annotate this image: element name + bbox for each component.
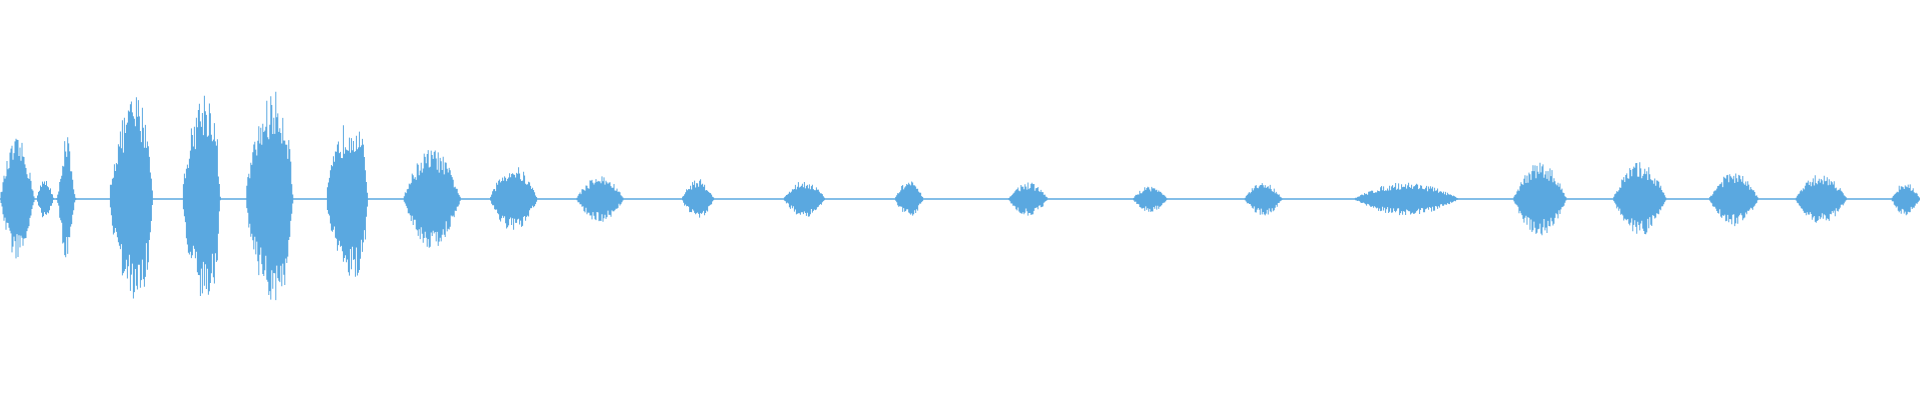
waveform-clip [403,150,461,248]
waveform-clips [0,91,1920,301]
waveform-clip [1008,182,1049,216]
waveform-clip [1795,175,1847,223]
waveform-clip [246,91,294,301]
waveform-clip [326,125,369,277]
waveform-clip [576,176,624,222]
waveform-clip [0,138,35,259]
waveform-clip [1709,173,1759,227]
waveform-clip [490,167,538,230]
waveform-clip [1354,182,1460,216]
waveform-clip [1891,184,1920,216]
waveform-clip [109,97,154,299]
waveform-clip [682,179,715,218]
waveform-clip [1613,162,1667,235]
waveform-clip [783,182,826,217]
waveform-clip [1244,183,1283,216]
waveform-clip [1133,186,1168,212]
waveform-clip [37,181,54,218]
waveform-clip [182,95,221,296]
waveform-clip [1513,162,1567,236]
waveform-clip [56,137,77,258]
waveform-clip [895,181,924,216]
